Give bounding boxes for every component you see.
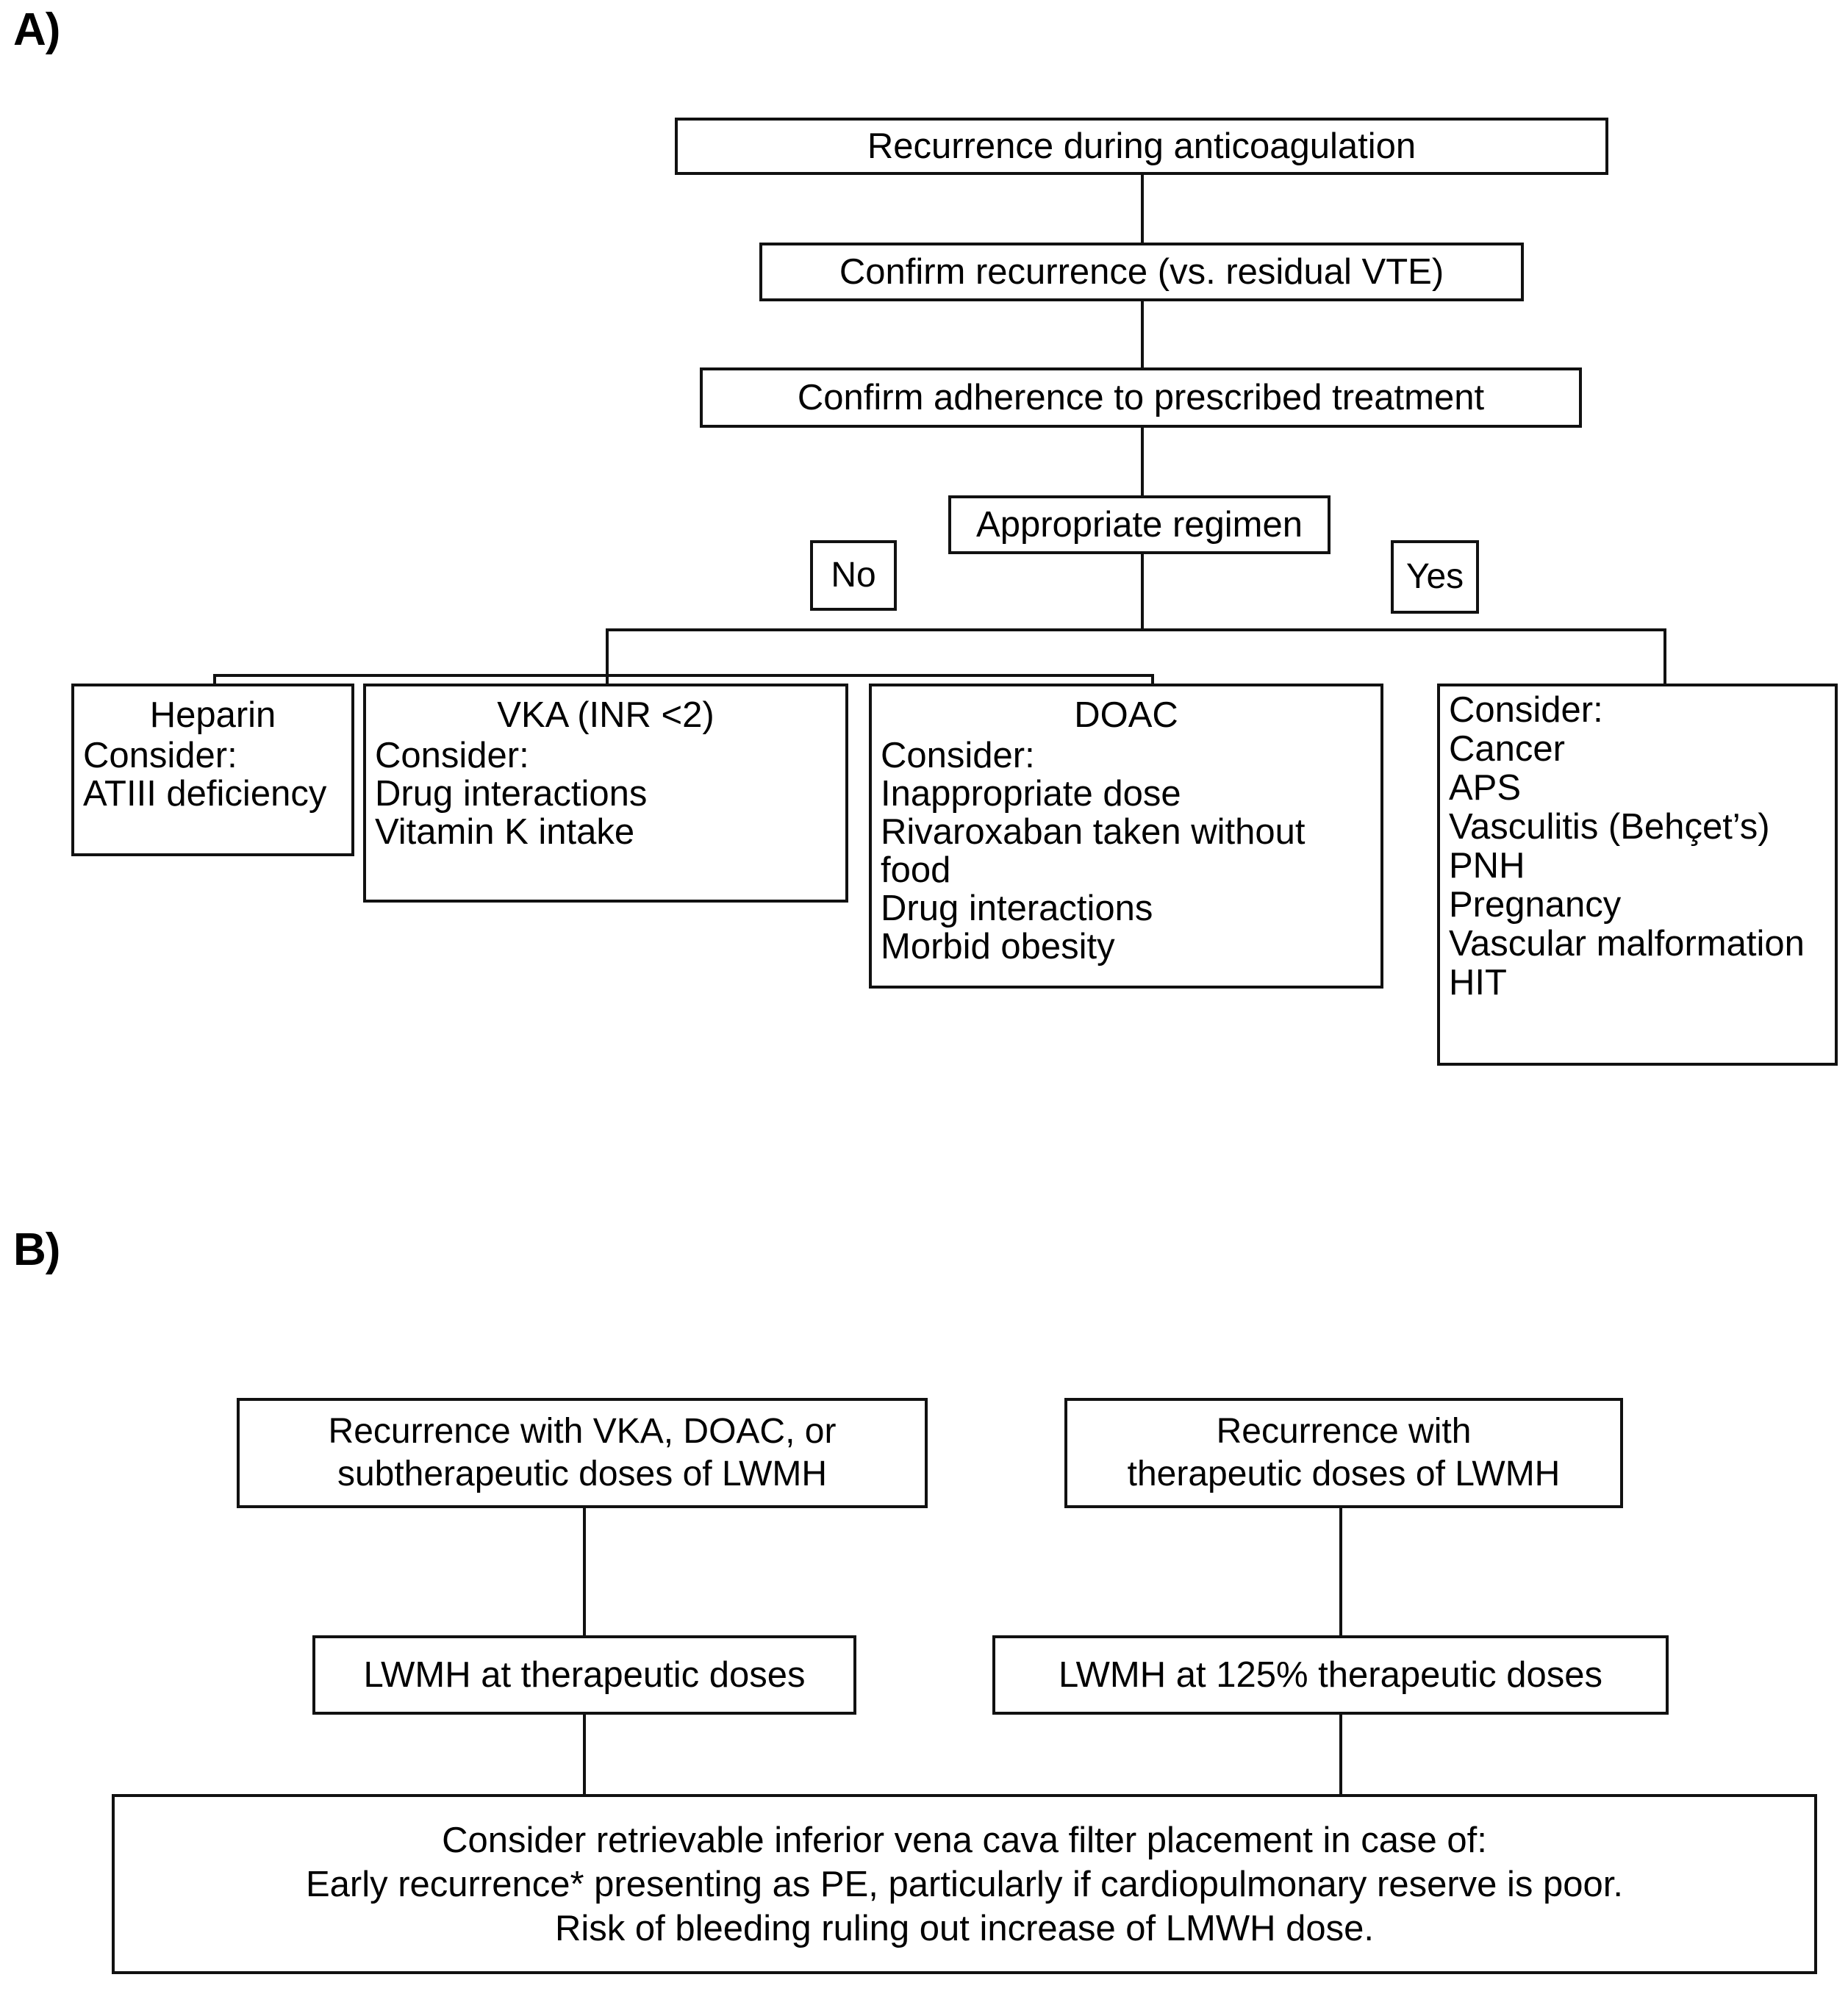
node-vka[interactable]: VKA (INR <2) Consider: Drug interactions… — [363, 684, 848, 903]
node-yes-causes[interactable]: Consider: Cancer APS Vasculitis (Behçet’… — [1437, 684, 1838, 1066]
node-doac[interactable]: DOAC Consider: Inappropriate dose Rivaro… — [869, 684, 1383, 989]
connector-vka-drop — [606, 674, 609, 687]
node-branch-no[interactable]: No — [810, 540, 897, 611]
node-label: Confirm adherence to prescribed treatmen… — [797, 378, 1485, 417]
connector-b-left-top-to-mid — [583, 1507, 586, 1654]
connector-split-left-drop — [606, 628, 609, 674]
node-heading: VKA (INR <2) — [497, 695, 715, 735]
node-branch-yes[interactable]: Yes — [1391, 540, 1479, 614]
connector-heparin-drop — [213, 674, 216, 687]
node-label: Consider retrievable inferior vena cava … — [305, 1820, 1624, 1948]
connector-b-right-mid-to-bottom — [1339, 1715, 1342, 1796]
node-label: Recurrence during anticoagulation — [867, 126, 1417, 166]
node-heading: DOAC — [1074, 695, 1178, 735]
connector-split-bar-lower — [213, 674, 1154, 677]
node-label: Appropriate regimen — [976, 505, 1303, 545]
node-recurrence-vka-doac-sub-lmwh[interactable]: Recurrence with VKA, DOAC, or subtherape… — [237, 1398, 928, 1508]
node-ivc-filter[interactable]: Consider retrievable inferior vena cava … — [112, 1794, 1817, 1974]
node-label: Yes — [1405, 557, 1464, 596]
connector-b-left-mid-to-bottom — [583, 1715, 586, 1796]
node-label: No — [831, 556, 876, 595]
node-list: Consider: Inappropriate dose Rivaroxaban… — [881, 736, 1306, 966]
node-label: Confirm recurrence (vs. residual VTE) — [839, 252, 1444, 292]
connector-split-bar-upper — [606, 628, 1666, 631]
node-appropriate-regimen[interactable]: Appropriate regimen — [948, 495, 1331, 554]
node-lmwh-therapeutic[interactable]: LWMH at therapeutic doses — [312, 1635, 856, 1715]
connector-confirm-to-adherence — [1141, 298, 1144, 370]
node-recurrence-during-anticoagulation[interactable]: Recurrence during anticoagulation — [675, 118, 1608, 175]
node-list: Consider: Cancer APS Vasculitis (Behçet’… — [1449, 690, 1805, 1002]
panel-b-label: B) — [13, 1224, 60, 1275]
connector-regimen-to-split — [1141, 553, 1144, 631]
node-confirm-adherence[interactable]: Confirm adherence to prescribed treatmen… — [700, 367, 1582, 428]
node-list: Consider: Drug interactions Vitamin K in… — [375, 736, 648, 852]
node-confirm-recurrence[interactable]: Confirm recurrence (vs. residual VTE) — [759, 243, 1524, 301]
node-label: Recurrence with therapeutic doses of LWM… — [1127, 1412, 1561, 1493]
node-label: Recurrence with VKA, DOAC, or subtherape… — [328, 1412, 837, 1493]
node-heading: Heparin — [149, 695, 276, 735]
node-label: LWMH at 125% therapeutic doses — [1059, 1655, 1602, 1695]
node-heparin[interactable]: Heparin Consider: ATIII deficiency — [71, 684, 354, 856]
node-list: Consider: ATIII deficiency — [83, 736, 327, 814]
connector-doac-drop — [1151, 674, 1154, 687]
connector-split-yes-drop — [1663, 628, 1666, 686]
panel-a-label: A) — [13, 4, 60, 55]
node-recurrence-therapeutic-lmwh[interactable]: Recurrence with therapeutic doses of LWM… — [1064, 1398, 1623, 1508]
connector-b-right-top-to-mid — [1339, 1507, 1342, 1654]
node-lmwh-125-therapeutic[interactable]: LWMH at 125% therapeutic doses — [992, 1635, 1669, 1715]
node-label: LWMH at therapeutic doses — [363, 1655, 806, 1695]
connector-recurrence-to-confirm — [1141, 172, 1144, 243]
connector-adherence-to-regimen — [1141, 425, 1144, 497]
